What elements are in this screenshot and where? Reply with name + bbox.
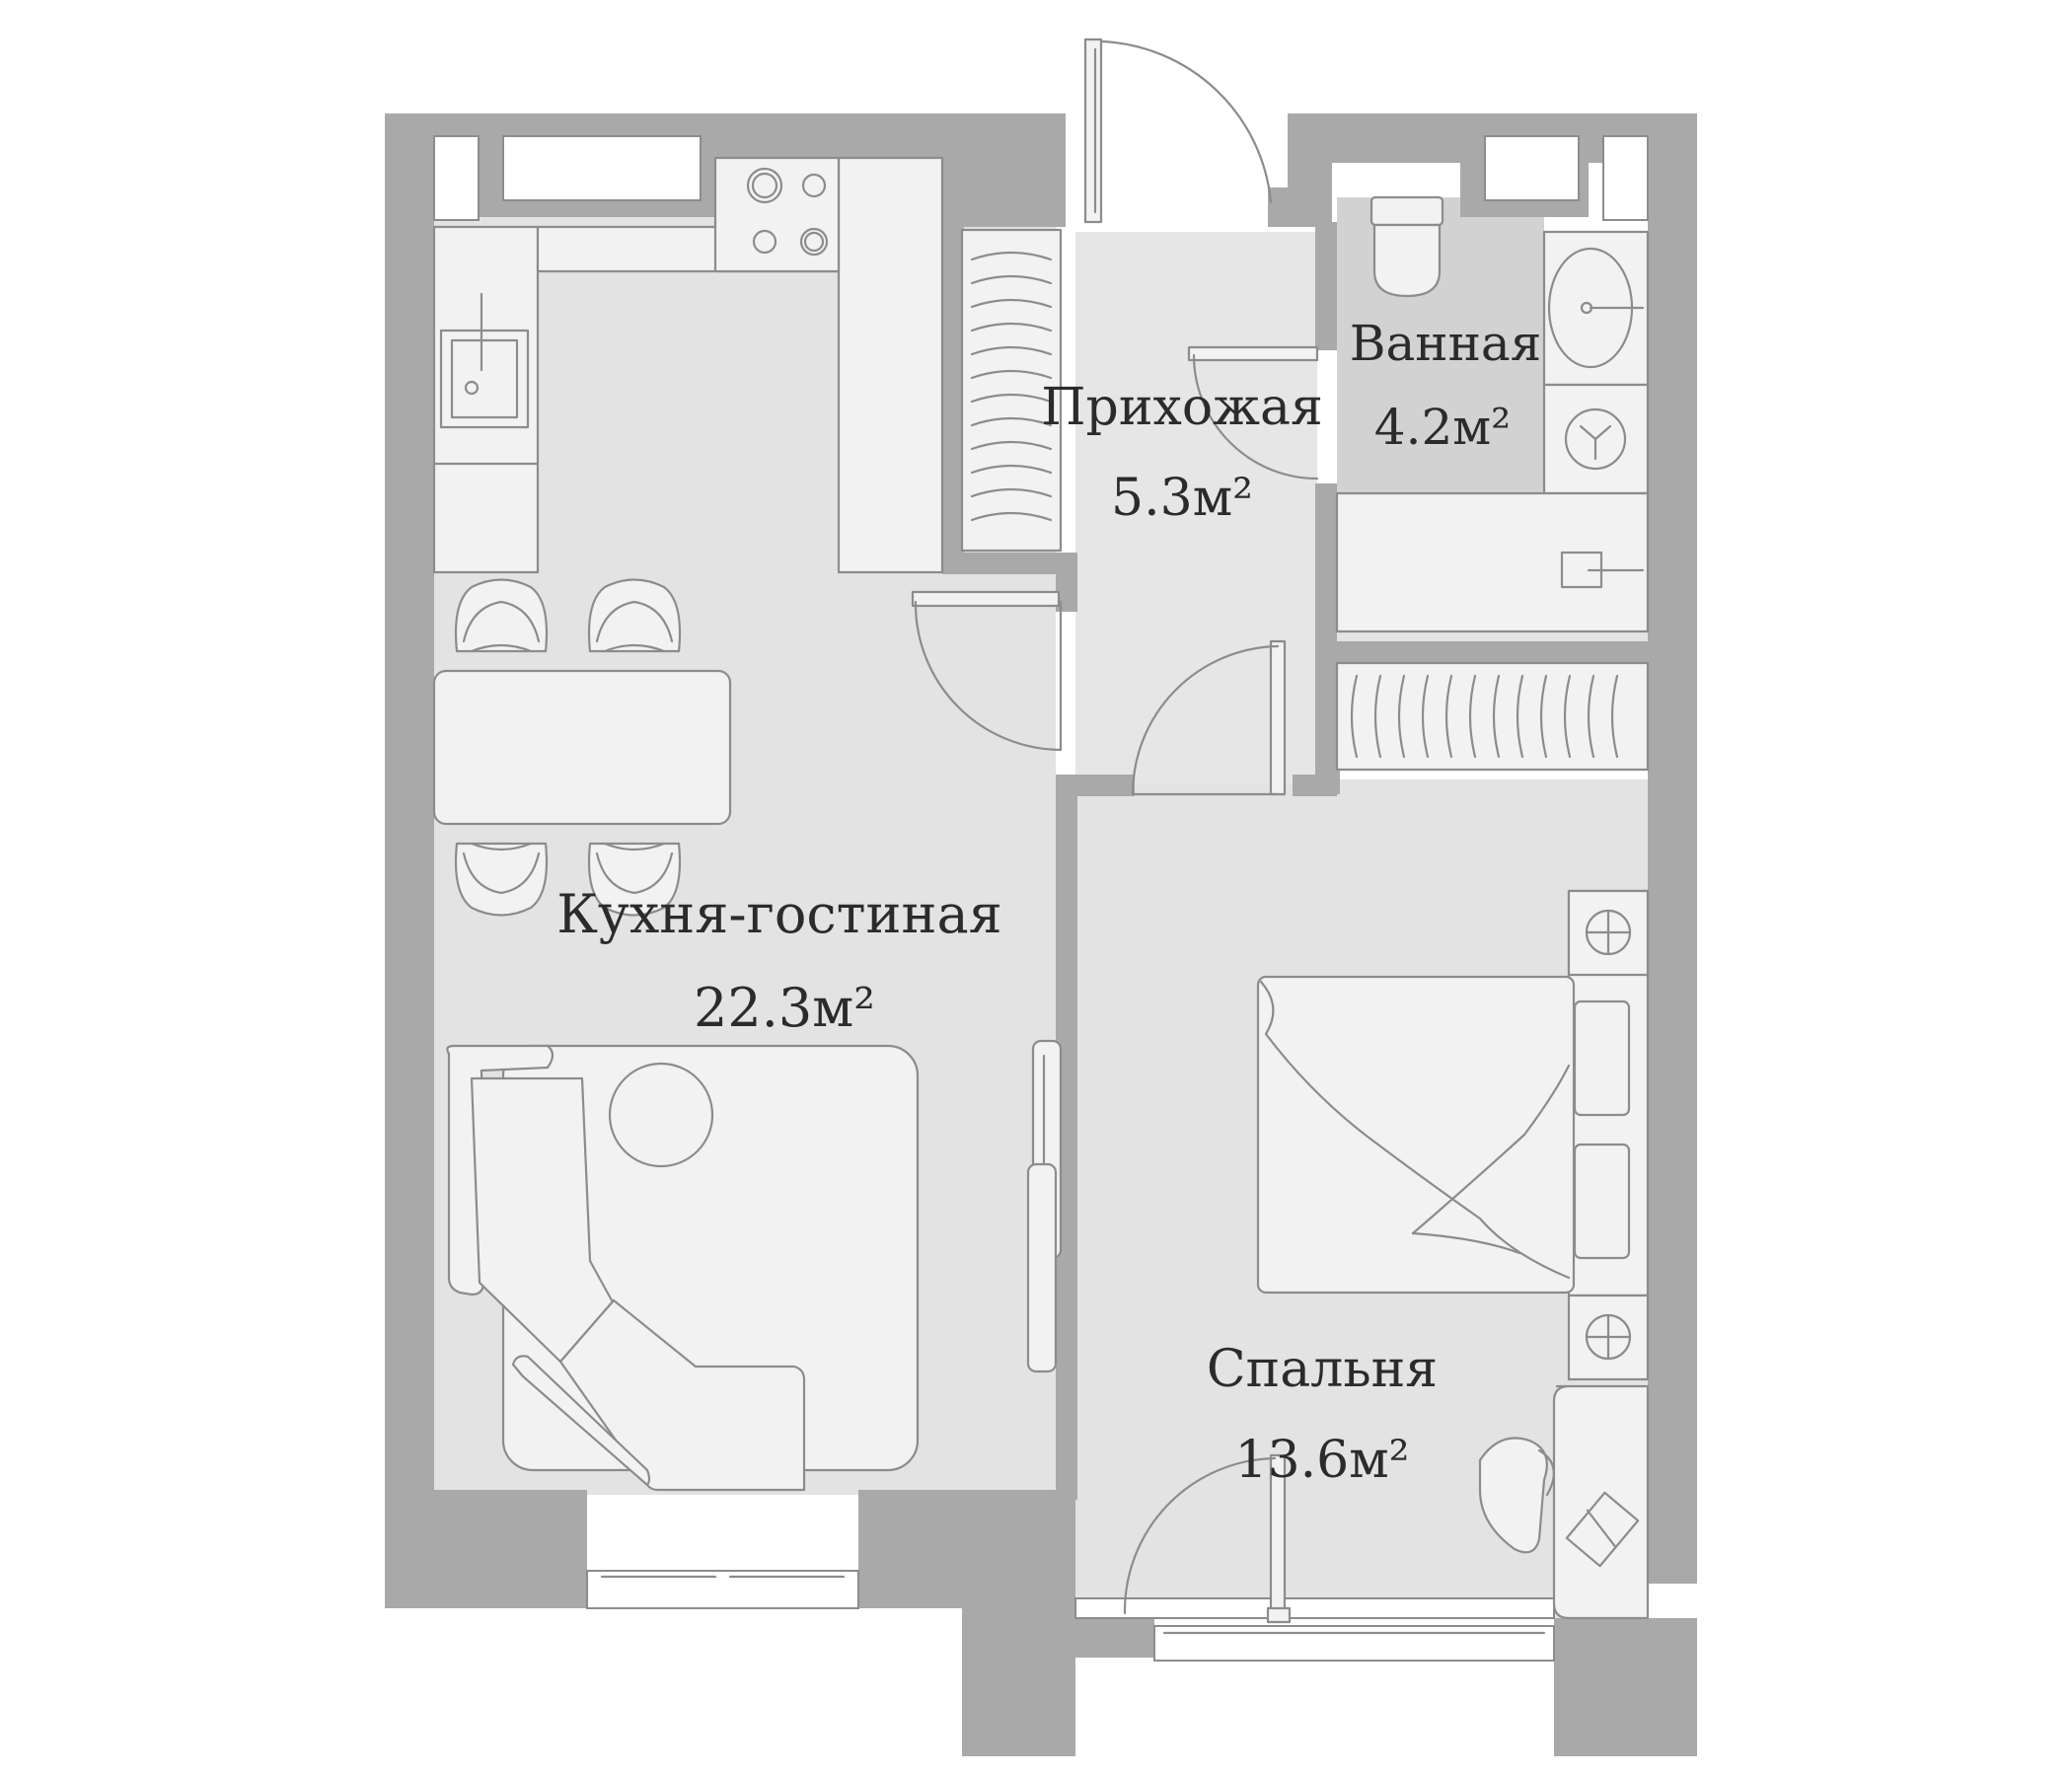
hanger-icon xyxy=(1563,674,1572,759)
hanger-icon xyxy=(1373,674,1382,759)
dining-table xyxy=(432,669,732,826)
washbasin-icon xyxy=(1542,230,1650,387)
window-kitchen-side xyxy=(433,135,480,221)
hanger-icon xyxy=(970,511,1053,522)
hanger-icon xyxy=(1610,674,1619,759)
wardrobe-bedroom xyxy=(1335,661,1650,772)
dining-chair xyxy=(587,578,682,653)
dining-chairs xyxy=(454,578,682,917)
hanger-icon xyxy=(1397,674,1406,759)
hanger-icon xyxy=(1492,674,1501,759)
entry-door[interactable] xyxy=(1083,37,1273,224)
window-kitchen-top xyxy=(502,135,702,201)
kitchen-living-area: 22.3м² xyxy=(694,977,875,1039)
hanger-icon xyxy=(1587,674,1595,759)
stove-icon xyxy=(746,167,829,257)
room-labels: Кухня-гостиная 22.3м² Прихожая 5.3м² Ван… xyxy=(556,315,1541,1490)
hanger-icon xyxy=(970,487,1053,498)
washing-machine-icon xyxy=(1542,383,1650,495)
bedside-lamp-icon xyxy=(1567,889,1650,977)
bedroom-balcony-sill xyxy=(1074,1597,1555,1619)
hanger-icon xyxy=(970,251,1053,261)
bathroom-area: 4.2м² xyxy=(1374,399,1511,456)
hanger-icon xyxy=(1421,674,1430,759)
window-bath-side xyxy=(1602,135,1649,221)
toilet-icon xyxy=(1369,195,1444,298)
hanger-icon xyxy=(1468,674,1477,759)
hanger-icon xyxy=(970,345,1053,356)
sink-icon xyxy=(439,292,530,429)
hanger-icon xyxy=(970,369,1053,380)
windows xyxy=(433,135,1649,1662)
balcony-door[interactable] xyxy=(1123,1453,1292,1624)
hanger-icon xyxy=(1350,674,1359,759)
wardrobe-hallway xyxy=(960,228,1063,553)
dining-chair xyxy=(587,842,682,917)
desk xyxy=(1552,1384,1650,1620)
sliding-door[interactable] xyxy=(1026,1039,1063,1373)
dining-chair xyxy=(454,578,549,653)
bedroom-door[interactable] xyxy=(1131,639,1287,796)
bathroom-name: Ванная xyxy=(1350,315,1542,372)
hanger-icon xyxy=(970,440,1053,451)
bathtub-icon xyxy=(1335,491,1650,633)
hanger-icon xyxy=(970,393,1053,404)
hallway-name: Прихожая xyxy=(1041,378,1323,437)
bedside-lamp-icon xyxy=(1567,1294,1650,1381)
hanger-icon xyxy=(1516,674,1524,759)
bedroom-name: Спальня xyxy=(1207,1340,1438,1399)
corner-sofa xyxy=(446,1044,920,1492)
hanger-icon xyxy=(970,464,1053,475)
window-bath-top xyxy=(1484,135,1580,201)
kitchen-door[interactable] xyxy=(911,590,1063,752)
hanger-icon xyxy=(970,274,1053,285)
dining-chair xyxy=(454,842,549,917)
hanger-icon xyxy=(1444,674,1453,759)
hallway-area: 5.3м² xyxy=(1111,469,1253,528)
hanger-icon xyxy=(970,322,1053,333)
hanger-icon xyxy=(970,298,1053,309)
hanger-icon xyxy=(970,416,1053,427)
kitchen-living-name: Кухня-гостиная xyxy=(556,883,1002,945)
window-bedroom-bottom xyxy=(1153,1625,1555,1662)
hanger-icon xyxy=(1539,674,1548,759)
desk-chair xyxy=(1478,1437,1555,1554)
bedroom-area: 13.6м² xyxy=(1234,1431,1409,1490)
bathroom-door[interactable] xyxy=(1187,345,1319,481)
